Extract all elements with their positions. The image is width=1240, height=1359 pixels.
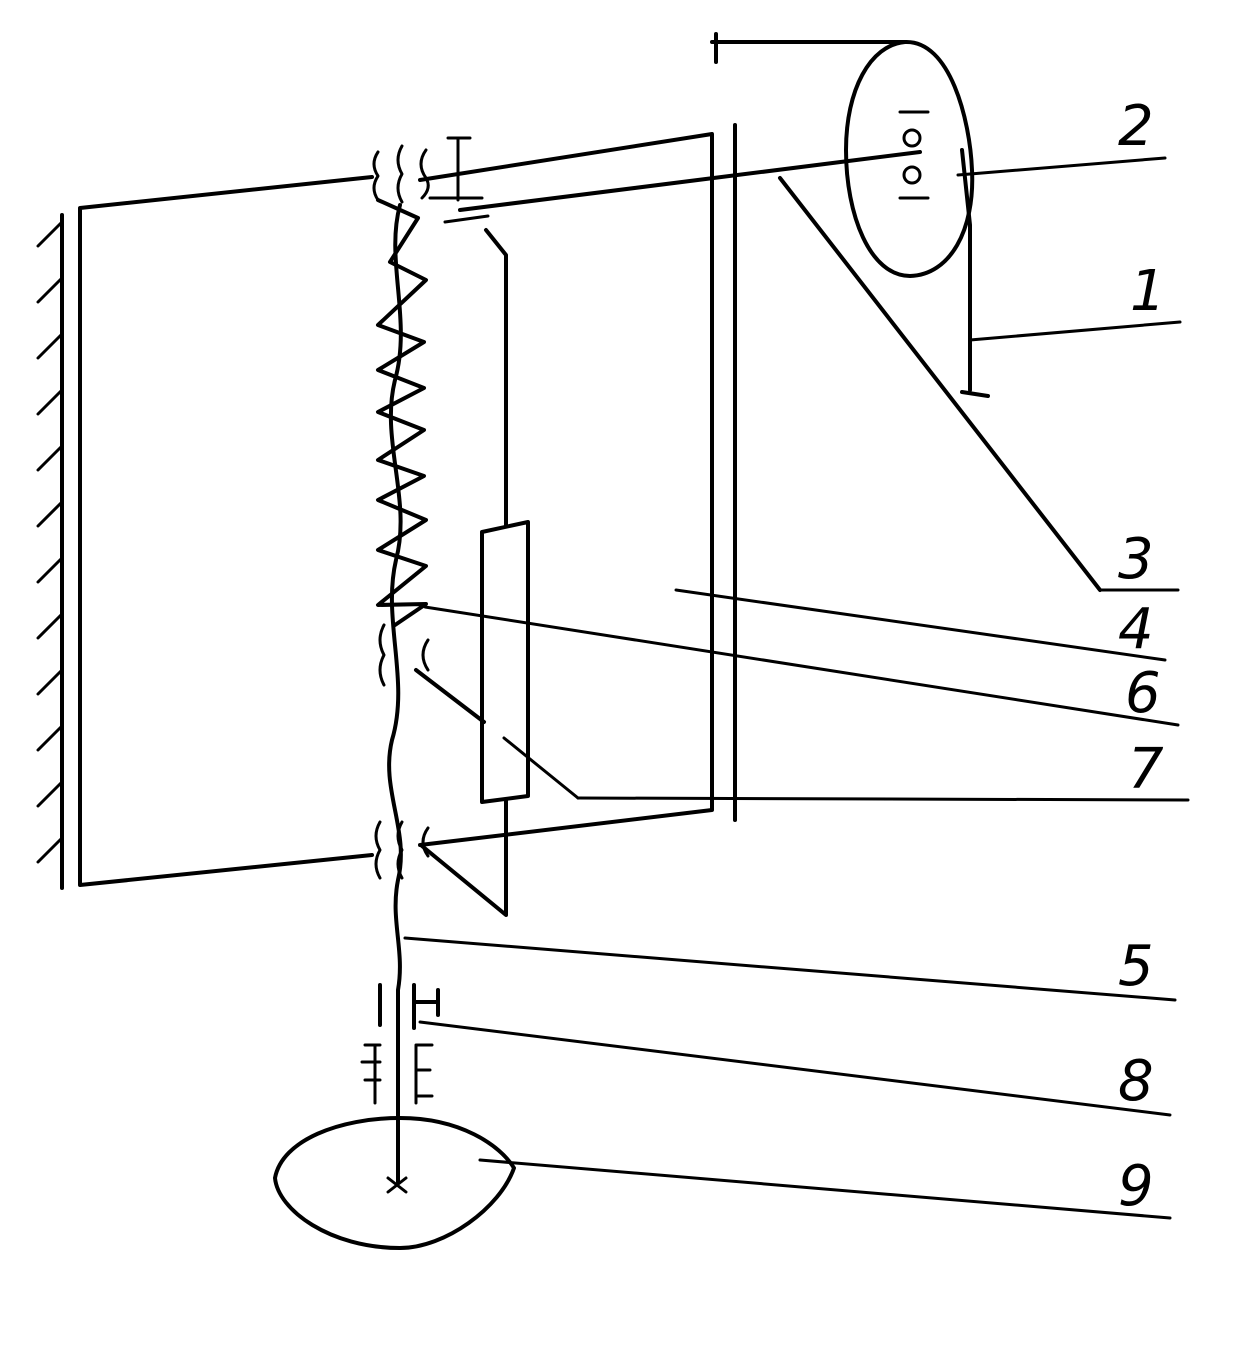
spring xyxy=(376,198,428,627)
upper-bearing xyxy=(372,136,490,224)
slide-rod xyxy=(414,228,508,917)
upper-cam xyxy=(844,39,975,278)
coupling xyxy=(360,983,440,1105)
shaft xyxy=(387,203,403,1184)
middle-bearing xyxy=(378,623,430,687)
callout-3: 3 xyxy=(1118,527,1154,592)
callout-2: 2 xyxy=(1118,94,1154,159)
callout-4: 4 xyxy=(1118,597,1154,662)
callout-5: 5 xyxy=(1118,934,1154,999)
upper-cam-pivot xyxy=(898,110,930,200)
upper-link xyxy=(458,150,922,212)
fixed-wall xyxy=(36,213,64,890)
left-frame xyxy=(78,175,374,887)
callout-1: 1 xyxy=(1130,259,1166,324)
lever xyxy=(778,176,1102,592)
lower-cam-center xyxy=(386,1176,408,1194)
callout-7: 7 xyxy=(1128,737,1164,802)
leader-lines xyxy=(403,156,1190,1220)
belt xyxy=(710,32,990,398)
slider-block xyxy=(480,520,530,804)
right-frame xyxy=(418,132,714,847)
lower-bearing xyxy=(374,820,430,880)
callout-labels: 2 1 3 4 6 7 5 8 9 xyxy=(1118,94,1166,1219)
lower-cam xyxy=(273,1116,516,1250)
callout-6: 6 xyxy=(1125,661,1161,726)
callout-9: 9 xyxy=(1118,1154,1154,1219)
callout-8: 8 xyxy=(1118,1049,1154,1114)
